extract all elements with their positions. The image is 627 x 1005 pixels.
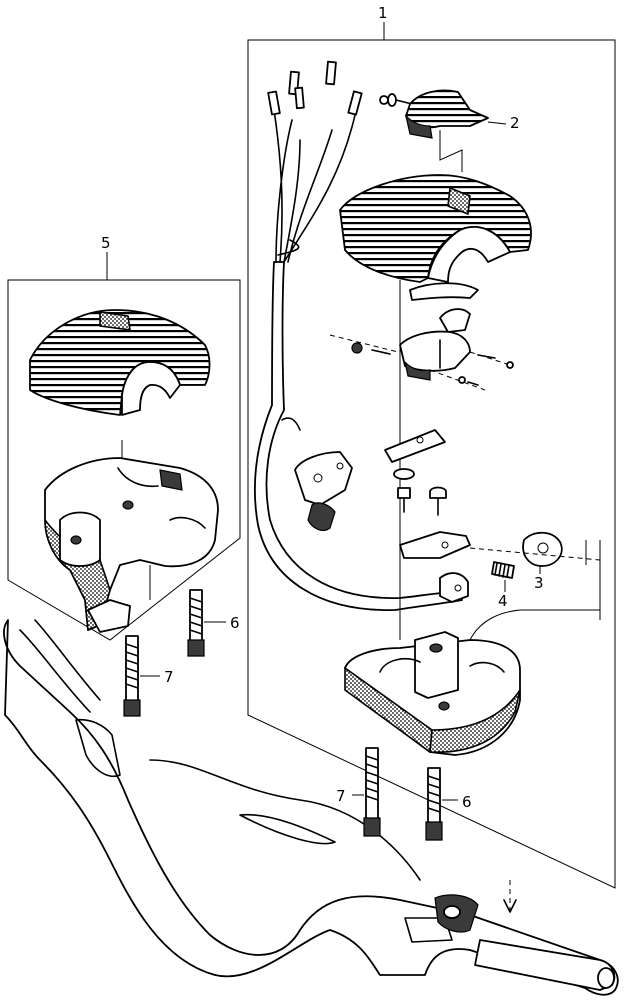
left-lower-housing [44,457,219,633]
left-bolt-6: 6 [187,589,240,657]
right-bolt-7: 7 [336,747,381,837]
handlebar [3,619,619,996]
parts-3-4-screw-spring: 4 3 [469,531,601,610]
right-upper-housing [339,174,532,640]
assembly-frame-right: 1 [247,4,616,889]
callout-7-right: 7 [336,787,346,805]
left-bolt-7: 7 [123,635,174,717]
assembly-frame-left: 5 [7,234,241,641]
callout-5: 5 [101,234,111,252]
right-internal-parts [329,282,514,559]
right-bolt-6: 6 [425,767,472,841]
callout-2: 2 [510,114,520,132]
callout-6-left: 6 [230,614,240,632]
right-lower-housing [344,540,601,756]
callout-3: 3 [534,574,544,592]
callout-1: 1 [378,4,388,22]
part-2-cover-bracket: 2 [379,89,520,172]
callout-4: 4 [498,592,508,610]
left-upper-housing [29,309,211,460]
wire-harness [253,60,469,611]
callout-6-right: 6 [462,793,472,811]
callout-7-left: 7 [164,668,174,686]
